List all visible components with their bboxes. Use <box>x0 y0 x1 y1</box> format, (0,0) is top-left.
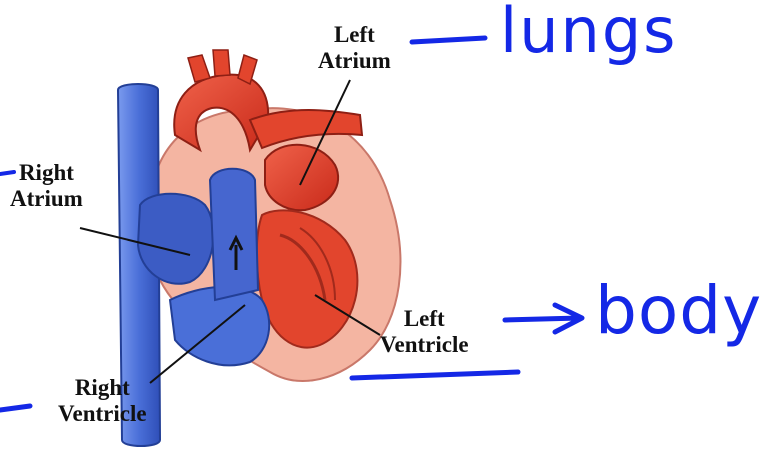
label-left-atrium: Left Atrium <box>318 22 391 74</box>
label-right-atrium: Right Atrium <box>10 160 83 212</box>
ink-mark-bottom <box>0 406 30 410</box>
right-atrium <box>138 194 213 284</box>
label-right-ventricle: Right Ventricle <box>58 375 147 427</box>
annotation-body: body <box>595 272 762 349</box>
aorta-branch-1 <box>188 55 210 82</box>
label-left-ventricle: Left Ventricle <box>380 306 469 358</box>
aorta-branch-2 <box>213 50 230 76</box>
ink-line-lungs <box>412 38 485 42</box>
left-atrium <box>265 145 338 210</box>
ink-underline <box>352 372 518 378</box>
annotation-lungs: lungs <box>500 0 677 67</box>
pulmonary-trunk <box>210 169 258 300</box>
ink-arrow-body <box>505 305 582 332</box>
aorta-branch-3 <box>238 55 257 84</box>
